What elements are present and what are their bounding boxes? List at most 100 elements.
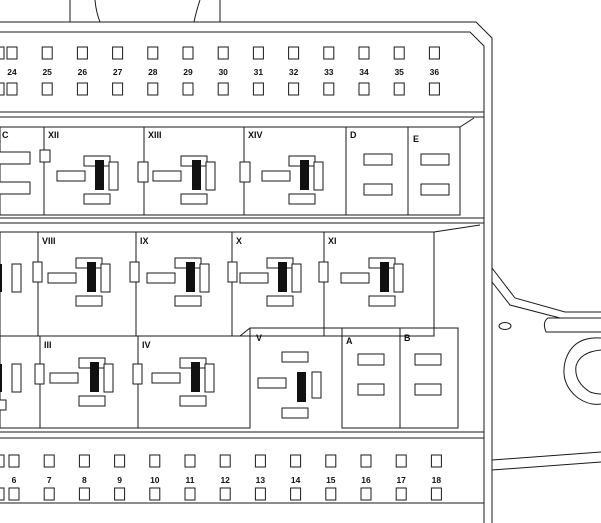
fuse-terminal-bottom (76, 82, 88, 96)
fuse-terminal-top (288, 46, 300, 60)
fuse-terminal-top (360, 454, 372, 468)
fuse-number-label: 18 (432, 475, 442, 485)
bottom-fuse-11: 11 (184, 454, 196, 501)
fuse-number-label: 15 (326, 475, 336, 485)
relay-label-iii: III (44, 340, 52, 350)
relay-xiii-bottom-pin (180, 193, 208, 205)
fuse-terminal-bottom (325, 487, 337, 501)
relay-xiv-right-pin (313, 161, 324, 191)
relay-iv-side-tab (132, 363, 143, 385)
fuse-number-label: 16 (361, 475, 371, 485)
relay-label-ix: IX (140, 236, 149, 246)
top-fuse-33: 33 (323, 46, 335, 96)
relay-label-c: C (2, 130, 9, 140)
fuse-number-label: 31 (254, 67, 264, 77)
fuse-number-label: 34 (359, 67, 369, 77)
relay-iii-side-tab (34, 363, 45, 385)
relay-ix-left-pin (146, 272, 176, 284)
bottom-fuse-12: 12 (219, 454, 231, 501)
relay-a-pin-top (357, 353, 385, 366)
top-fuse-29: 29 (182, 46, 194, 96)
fuse-number-label: 17 (396, 475, 406, 485)
relay-e-pin-top (420, 153, 450, 166)
fuse-number-label: 10 (150, 475, 160, 485)
fuse-terminal-top (395, 454, 407, 468)
relay-iv-left-pin (151, 372, 181, 384)
relay-edge-3-bottom (0, 399, 7, 411)
fuse-number-label: 27 (113, 67, 123, 77)
relay-xii-bottom-pin (83, 193, 111, 205)
bottom-fuse-7: 7 (43, 454, 55, 501)
fuse-terminal-bottom (112, 82, 124, 96)
fuse-number-label: 14 (291, 475, 301, 485)
fuse-number-label: 11 (186, 475, 195, 485)
fuse-terminal-bottom (254, 487, 266, 501)
relay-label-iv: IV (142, 340, 151, 350)
top-fuse-35: 35 (393, 46, 405, 96)
relay-label-xi: XI (328, 236, 337, 246)
relay-viii-bottom-pin (75, 295, 103, 307)
relay-iii-left-pin (49, 372, 79, 384)
relay-xii-right-pin (108, 161, 119, 191)
relay-v-top-pin (281, 351, 309, 363)
fuse-terminal-bottom (41, 82, 53, 96)
fuse-terminal-bottom (219, 487, 231, 501)
fuse-terminal-top (112, 46, 124, 60)
bottom-fuse-13: 13 (254, 454, 266, 501)
fuse-terminal-top (358, 46, 370, 60)
fuse-terminal-top (184, 454, 196, 468)
bottom-fuse-6: 6 (8, 454, 20, 501)
relay-ix-right-pin (199, 263, 210, 293)
relay-edge-2-blade (0, 264, 2, 292)
relay-ix-bottom-pin (174, 295, 202, 307)
fuse-terminal-top (393, 46, 405, 60)
relay-iv-right-pin (204, 363, 215, 393)
fuse-terminal-bottom (147, 82, 159, 96)
relay-xi-left-pin (340, 272, 370, 284)
relay-xi-center-blade (380, 262, 389, 292)
fuse-terminal-top (76, 46, 88, 60)
relay-xiii-left-pin (152, 170, 182, 182)
relay-iv-bottom-pin (179, 395, 207, 407)
relay-xii-center-blade (95, 160, 104, 190)
relay-iii-right-pin (103, 363, 114, 393)
relay-b-pin-top (414, 353, 442, 366)
top-fuse-31: 31 (252, 46, 264, 96)
fuse-number-label: 12 (220, 475, 230, 485)
top-fuse-24: 24 (6, 46, 18, 96)
fuse-terminal-top (323, 46, 335, 60)
relay-v-center-blade (297, 372, 306, 402)
fuse-number-label: 30 (218, 67, 228, 77)
relay-edge-3-pin (11, 363, 22, 393)
fuse-number-label: 9 (117, 475, 122, 485)
fuse-number-label: 26 (78, 67, 88, 77)
relay-edge-2-pin (11, 263, 22, 293)
relay-xiii-right-pin (205, 161, 216, 191)
bottom-fuse-15: 15 (325, 454, 337, 501)
relay-x-center-blade (278, 262, 287, 292)
relay-e-pin-bottom (420, 183, 450, 196)
fuse-terminal-bottom (290, 487, 302, 501)
top-fuse-25: 25 (41, 46, 53, 96)
relay-ix-side-tab (129, 261, 140, 283)
fuse-terminal-bottom (182, 82, 194, 96)
fuse-number-label: 36 (430, 67, 440, 77)
fuse-number-label: 24 (7, 67, 17, 77)
bottom-fuse-14: 14 (290, 454, 302, 501)
fuse-terminal-top (252, 46, 264, 60)
top-fuse-30: 30 (217, 46, 229, 96)
fuse-terminal-bottom (358, 82, 370, 96)
relay-label-xii: XII (48, 130, 59, 140)
relay-c-pin-top (0, 151, 31, 165)
relay-xiii-side-tab (137, 161, 149, 183)
relay-a-pin-bottom (357, 383, 385, 396)
fuse-terminal-top (114, 454, 126, 468)
relay-iv-center-blade (191, 362, 200, 392)
fuse-terminal-top (147, 46, 159, 60)
top-fuse-edge-bottom (0, 82, 5, 96)
top-fuse-36: 36 (428, 46, 440, 96)
relay-label-viii: VIII (42, 236, 56, 246)
